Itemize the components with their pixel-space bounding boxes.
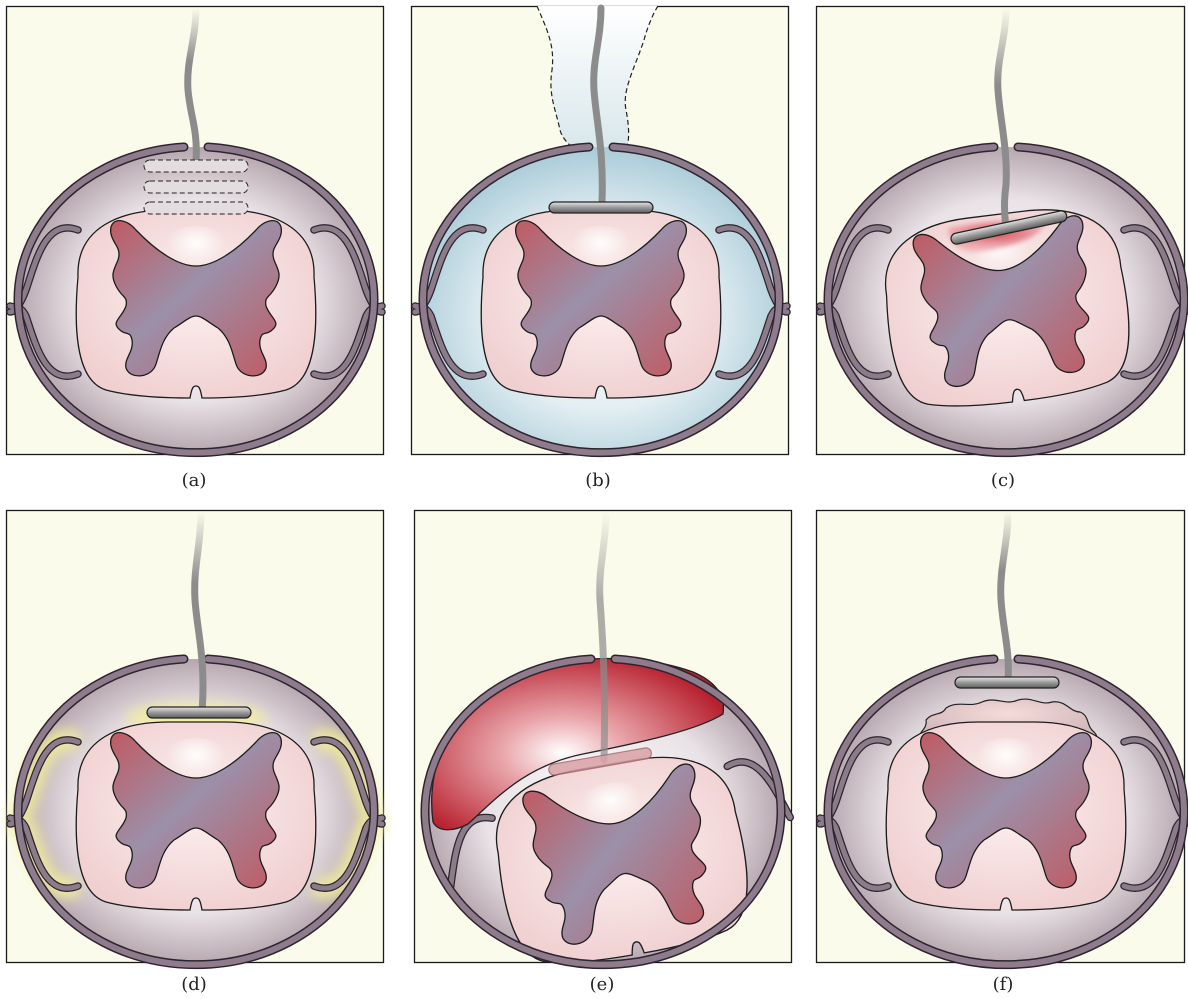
electrode-contacts-dashed (144, 160, 248, 214)
caption-e: (e) (590, 974, 615, 995)
panel-f: (f) (817, 511, 1188, 996)
panel-d: (d) (7, 511, 384, 996)
panel-a: (a) (7, 7, 384, 492)
caption-c: (c) (991, 470, 1015, 491)
paddle-electrode (955, 677, 1059, 688)
caption-f: (f) (993, 974, 1014, 995)
panel-e: (e) (415, 511, 809, 996)
caption-b: (b) (585, 470, 611, 491)
caption-d: (d) (181, 974, 207, 995)
panel-c: (c) (817, 7, 1188, 492)
paddle-electrode (549, 202, 653, 213)
caption-a: (a) (182, 470, 207, 491)
panel-b: (b) (412, 6, 789, 491)
paddle-electrode (147, 707, 251, 718)
